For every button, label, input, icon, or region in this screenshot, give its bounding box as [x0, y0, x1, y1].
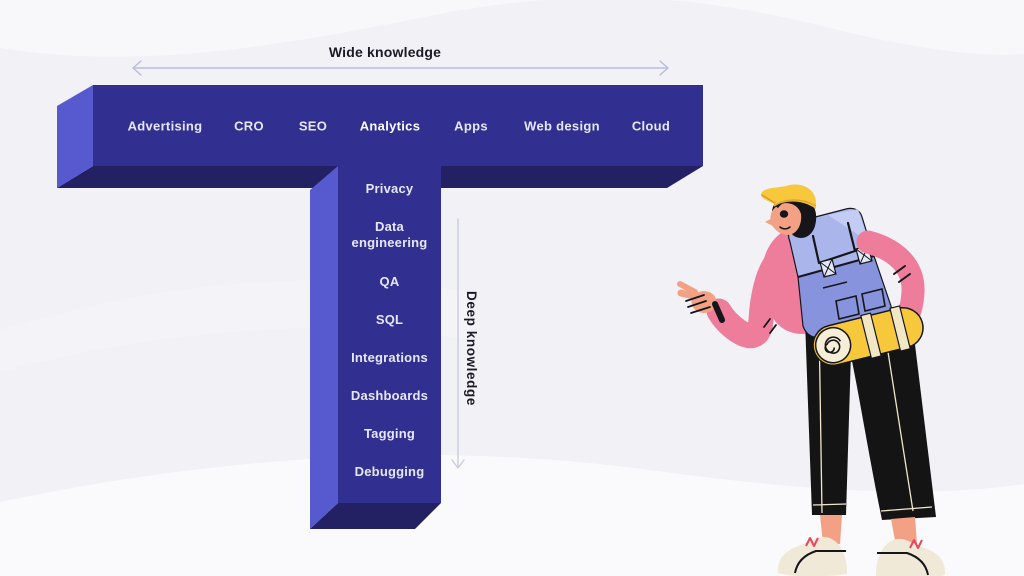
skill-sql: SQL [375, 311, 404, 327]
t-bar-horizontal-face: Advertising CRO SEO Analytics Apps Web d… [93, 85, 703, 166]
deep-knowledge-arrow-icon [451, 218, 465, 469]
skill-qa: QA [379, 273, 400, 289]
hiker-right-shoe [876, 538, 946, 576]
hiker-right-leg [851, 320, 936, 520]
skill-data-engineering: Data engineering [351, 218, 428, 250]
skill-web-design: Web design [524, 118, 600, 133]
hiker-cap [773, 184, 816, 209]
wide-knowledge-arrow-icon [132, 60, 669, 76]
hiker-pointing-arm [706, 245, 793, 349]
t-bar-vertical-face: Privacy Data engineering QA SQL Integrat… [338, 166, 441, 503]
skill-apps: Apps [454, 118, 488, 133]
wide-knowledge-label: Wide knowledge [328, 44, 442, 60]
hiker-bedroll [812, 305, 924, 366]
skill-seo: SEO [298, 118, 328, 133]
skill-integrations: Integrations [351, 349, 428, 365]
hiker-eye [779, 210, 789, 218]
t-bar-vertical-side [310, 166, 338, 529]
skill-advertising: Advertising [127, 118, 203, 133]
skill-debugging: Debugging [354, 463, 425, 479]
hiker-left-leg [805, 320, 852, 515]
skill-tagging: Tagging [364, 425, 415, 441]
skill-dashboards: Dashboards [350, 387, 429, 403]
hiker-cap-brim [761, 186, 787, 204]
skill-cloud: Cloud [631, 118, 671, 133]
skill-cro: CRO [234, 118, 264, 133]
skill-analytics: Analytics [359, 118, 421, 133]
hiker-illustration [677, 184, 946, 576]
hiker-face [770, 203, 802, 235]
deep-knowledge-label: Deep knowledge [464, 291, 479, 406]
hiker-left-shoe [777, 536, 847, 576]
skill-privacy: Privacy [365, 180, 414, 196]
